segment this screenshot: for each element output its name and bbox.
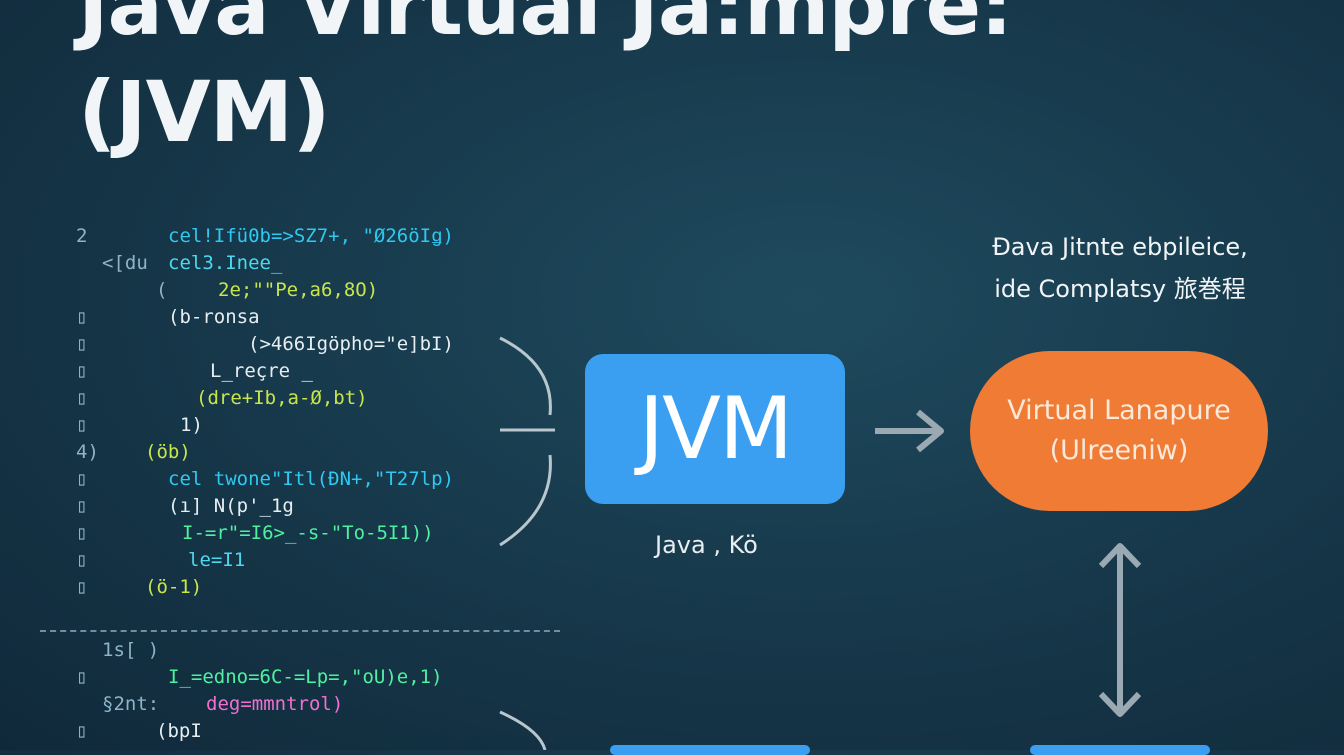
- code-line-text: L_reçre _: [210, 360, 313, 382]
- code-line-number: 4): [76, 441, 99, 463]
- code-line-text: cel twone"Itl(ÐN+,"T27lp): [168, 468, 454, 490]
- code-line-number: ▯: [76, 414, 88, 436]
- code-line-text: deg=mmntrol): [206, 693, 344, 715]
- bracket-arc-icon: [499, 710, 547, 750]
- code-line-number: ▯: [76, 495, 88, 517]
- page-title-line2: (JVM): [78, 63, 331, 161]
- code-line-text: I_=edno=6C-=Lp=,"oU)e,1): [168, 666, 443, 688]
- code-line-text: I-=r"=I6>_-s-"To-5I1)): [182, 522, 434, 544]
- code-line-text: (öb): [145, 441, 191, 463]
- code-line-number: §2nt:: [102, 693, 160, 715]
- code-line-number: ▯: [76, 387, 88, 409]
- side-description: Ðava Jitnte ebpileice, ide Complatsy 旅巻程: [960, 226, 1280, 310]
- page-title-line1: Java Virtual Ja:mpre:: [78, 0, 1013, 54]
- pill-line2: (Ulreeniw): [1049, 435, 1189, 466]
- code-line-text: (b-ronsa: [168, 306, 260, 328]
- code-line-text: (dre+Ib,a-Ø,bt): [196, 387, 368, 409]
- code-divider: [40, 630, 560, 632]
- code-line-number: 1s[ ): [102, 639, 160, 661]
- code-line-text: (>466Igöpho="e]bI): [248, 333, 454, 355]
- arrow-updown-icon: [1098, 543, 1142, 717]
- code-line-number: ▯: [76, 720, 88, 742]
- code-line-text: 2e;""Pe,a6,8O): [218, 279, 379, 301]
- side-description-line2: ide Complatsy 旅巻程: [994, 275, 1246, 303]
- jvm-caption: Java , Kö: [655, 531, 758, 559]
- code-line-number: ▯: [76, 333, 88, 355]
- lower-box-edge: [610, 745, 810, 755]
- lower-box-edge: [1030, 745, 1210, 755]
- code-line-text: (ı] N(p'_1g: [168, 495, 294, 517]
- code-line-text: le=I1: [188, 549, 246, 571]
- code-line-number: ▯: [76, 549, 88, 571]
- pill-line1: Virtual Lanapure: [1007, 395, 1231, 426]
- code-line-text: (ö-1): [145, 576, 203, 598]
- jvm-box: JVM: [585, 354, 845, 504]
- code-line-text: cel!Ifü0b=>SZ7+, "Ø26öIǥ): [168, 225, 454, 247]
- bracket-arc-icon: [499, 454, 552, 547]
- code-line-text: cel3.Inee_: [168, 252, 283, 274]
- code-line-number: ▯: [76, 522, 88, 544]
- code-line-text: 1): [180, 414, 203, 436]
- arrow-right-icon: [875, 409, 944, 453]
- code-line-number: 2: [76, 225, 88, 247]
- jvm-label: JVM: [638, 379, 793, 479]
- code-line-number: ▯: [76, 468, 88, 490]
- code-panel: 2 cel!Ifü0b=>SZ7+, "Ø26öIǥ) <[du cel3.Inee_…: [0, 0, 560, 750]
- bracket-arc-icon: [499, 336, 552, 416]
- code-line-number: <[du: [102, 252, 148, 274]
- code-line-number: ▯: [76, 360, 88, 382]
- code-line-number: (: [156, 279, 168, 301]
- code-line-number: ▯: [76, 666, 88, 688]
- code-line-number: ▯: [76, 576, 88, 598]
- virtual-language-pill: Virtual Lanapure (Ulreeniw): [970, 351, 1268, 511]
- code-line-text: (bpI: [156, 720, 202, 742]
- side-description-line1: Ðava Jitnte ebpileice,: [992, 233, 1248, 261]
- code-line-number: ▯: [76, 306, 88, 328]
